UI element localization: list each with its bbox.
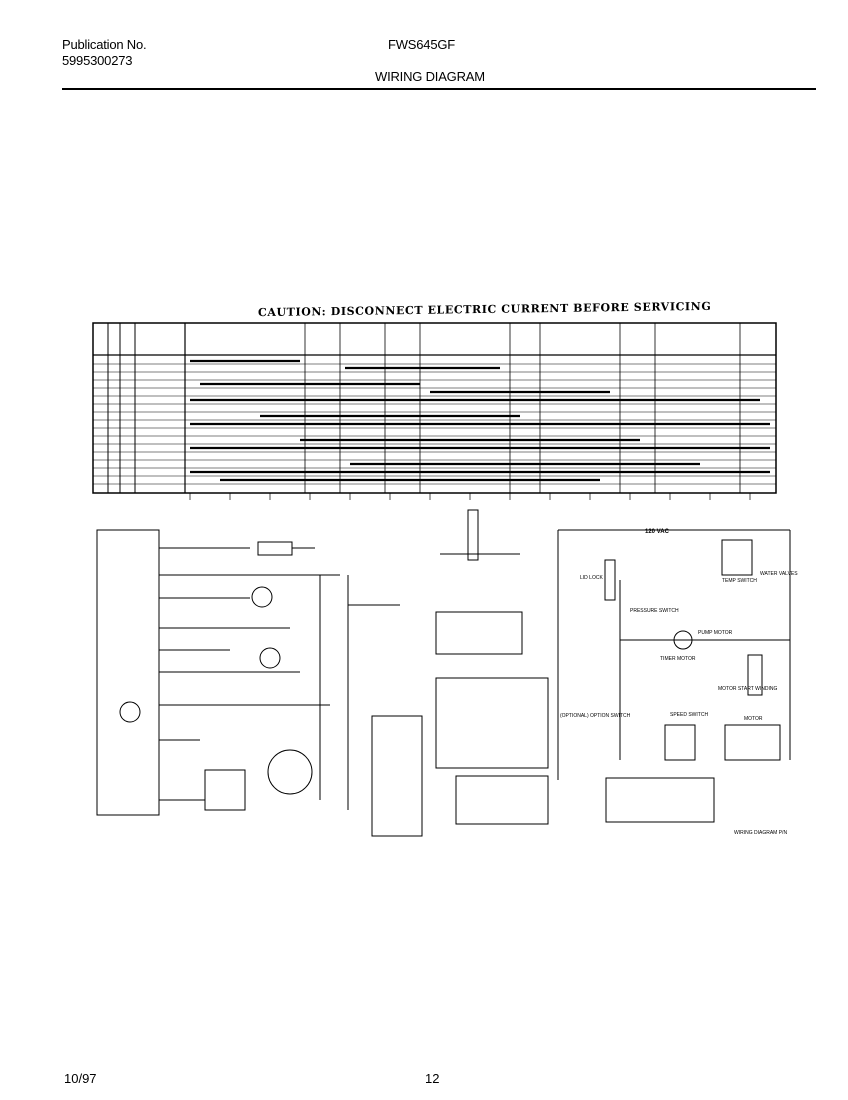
page-number: 12: [425, 1071, 440, 1086]
left-schematic: [96, 529, 400, 816]
model-number: FWS645GF: [388, 37, 456, 52]
water-valves-label: WATER VALVES: [760, 571, 798, 577]
right-schematic: [557, 529, 791, 823]
lid-lock-label: LID LOCK: [580, 575, 603, 581]
publication-label: Publication No.: [62, 37, 147, 52]
publication-number: 5995300273: [62, 53, 133, 68]
motor-start-winding-label: MOTOR START WINDING: [718, 686, 777, 692]
revision-date: 10/97: [64, 1071, 97, 1086]
center-legend: [371, 509, 549, 837]
timer-motor-label: TIMER MOTOR: [660, 656, 696, 662]
temp-switch-label: TEMP SWITCH: [722, 578, 757, 584]
pressure-switch-label: PRESSURE SWITCH: [630, 608, 679, 614]
timer-sequence-chart: [92, 322, 777, 500]
page-title: WIRING DIAGRAM: [375, 69, 485, 84]
wiring-diagram-pn-label: WIRING DIAGRAM P/N: [734, 830, 787, 836]
voltage-label: 120 VAC: [645, 529, 670, 535]
motor-label: MOTOR: [744, 716, 763, 722]
option-switch-label: (OPTIONAL) OPTION SWITCH: [560, 713, 631, 719]
speed-switch-label: SPEED SWITCH: [670, 712, 708, 718]
header-rule: [62, 88, 816, 90]
pump-motor-label: PUMP MOTOR: [698, 630, 733, 636]
